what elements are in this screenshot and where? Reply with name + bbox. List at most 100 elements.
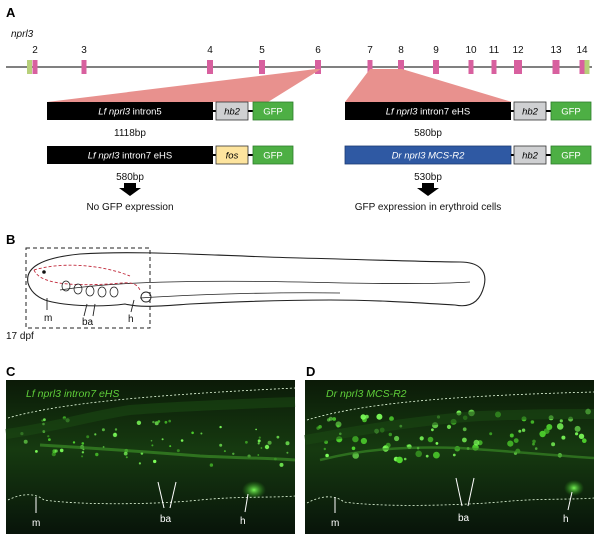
gene-name: nprl3 xyxy=(11,29,34,40)
utr-block xyxy=(584,60,590,74)
label-h: h xyxy=(128,314,134,325)
exon-block xyxy=(81,60,87,74)
gfp-box xyxy=(550,145,592,165)
enhancer-element xyxy=(47,146,213,164)
enhancer-element xyxy=(345,102,511,120)
fluorescent-spot xyxy=(35,450,38,453)
exon-label: 13 xyxy=(550,45,562,56)
gfp-label: GFP xyxy=(263,151,283,162)
fluorescent-spot xyxy=(43,418,46,422)
fluorescent-spot xyxy=(376,413,383,420)
fluorescent-spot xyxy=(223,450,226,453)
fluorescent-spot xyxy=(23,439,28,444)
promoter-label: hb2 xyxy=(522,107,539,118)
fluorescent-spot xyxy=(394,435,400,442)
enhancer-label: Lf nprl3 intron7 eHS xyxy=(386,107,471,118)
fluorescent-spot xyxy=(575,432,579,436)
exon-label: 9 xyxy=(433,45,439,56)
fluorescent-spot xyxy=(427,436,434,443)
fluorescent-spot xyxy=(47,435,50,438)
fluorescent-spot xyxy=(419,436,424,441)
fluorescent-spot xyxy=(473,439,480,446)
result-arrow xyxy=(119,183,141,196)
fluorescent-spot xyxy=(180,439,184,442)
fluorescent-spot xyxy=(258,436,261,439)
fluorescent-spot xyxy=(389,416,394,422)
fluorescent-spot xyxy=(507,440,514,447)
fluorescent-spot xyxy=(169,445,172,448)
fluorescent-spot xyxy=(232,452,235,455)
enhancer-label: Dr nprl3 MCS-R2 xyxy=(392,151,466,162)
fluorescent-spot xyxy=(396,456,403,464)
construct-3: Lf nprl3 intron7 eHS hb2 GFP 580bp xyxy=(345,101,592,139)
fluorescent-spot xyxy=(452,453,456,457)
result-text: GFP expression in erythroid cells xyxy=(355,202,502,213)
fluorescent-spot xyxy=(125,456,128,459)
fluorescent-spot xyxy=(530,420,535,424)
fluorescent-spot xyxy=(433,451,440,459)
exon-label: 10 xyxy=(465,45,477,56)
construct-size: 580bp xyxy=(116,172,144,183)
fluorescent-spot xyxy=(101,428,105,432)
fluorescent-spot xyxy=(81,451,85,454)
construct-2: Lf nprl3 intron7 eHS fos GFP 580bp No GF… xyxy=(47,145,294,213)
fluorescent-spot xyxy=(360,437,367,445)
fluorescent-spot xyxy=(582,438,587,444)
fluorescent-spot xyxy=(415,450,423,458)
fluorescent-spot xyxy=(150,439,153,442)
enhancer-element xyxy=(47,102,213,120)
exon-block xyxy=(259,60,265,74)
fluorescent-spot xyxy=(326,418,331,422)
fluorescent-spot xyxy=(153,459,157,464)
label-ba: ba xyxy=(82,317,94,328)
fluorescent-spot xyxy=(403,457,407,461)
fluorescent-spot xyxy=(112,432,118,438)
micro-d-label-h: h xyxy=(563,514,569,525)
fluorescent-spot xyxy=(102,446,105,448)
heart-glow xyxy=(242,481,266,499)
fluorescent-spot xyxy=(279,462,284,467)
fluorescent-spot xyxy=(551,442,556,447)
fluorescent-spot xyxy=(425,454,429,458)
fluorescent-spot xyxy=(325,453,329,458)
result-arrow xyxy=(417,183,439,196)
micrograph-d: Dr nprl3 MCS-R2 m ba h xyxy=(304,380,595,534)
fluorescent-spot xyxy=(154,421,159,426)
fluorescent-spot xyxy=(521,428,526,432)
panel-a-letter: A xyxy=(6,5,16,20)
micro-d-label-m: m xyxy=(331,518,339,529)
fluorescent-spot xyxy=(388,432,392,437)
gfp-label: GFP xyxy=(263,107,283,118)
micro-c-label-ba: ba xyxy=(160,514,172,525)
exon-label: 7 xyxy=(367,45,373,56)
fluorescent-spot xyxy=(157,420,161,423)
fluorescent-spot xyxy=(257,454,260,456)
panel-c-letter: C xyxy=(6,364,16,379)
fluorescent-spot xyxy=(513,438,519,443)
construct-size: 530bp xyxy=(414,172,442,183)
panel-d-letter: D xyxy=(306,364,315,379)
fluorescent-spot xyxy=(245,440,248,444)
fluorescent-spot xyxy=(561,435,566,440)
gfp-box xyxy=(550,101,592,121)
fluorescent-spot xyxy=(285,441,290,446)
construct-size: 580bp xyxy=(414,128,442,139)
exon-label: 3 xyxy=(81,45,87,56)
zoom-region-intron7 xyxy=(345,69,512,102)
fluorescent-spot xyxy=(72,441,76,444)
promoter-label: fos xyxy=(226,151,239,162)
fluorescent-spot xyxy=(168,419,171,423)
fluorescent-spot xyxy=(532,439,536,444)
enhancer-label: Lf nprl3 intron7 eHS xyxy=(88,151,173,162)
fluorescent-spot xyxy=(509,433,514,438)
exon-block xyxy=(579,60,585,74)
exon-block xyxy=(367,60,373,74)
construct-4: Dr nprl3 MCS-R2 hb2 GFP 530bp GFP expres… xyxy=(344,145,592,213)
fluorescent-spot xyxy=(191,431,194,435)
construct-1: Lf nprl3 intron5 hb2 GFP 1118bp xyxy=(47,101,294,139)
exon-label: 6 xyxy=(315,45,321,56)
stage-label: 17 dpf xyxy=(6,331,34,342)
fluorescent-spot xyxy=(336,424,340,428)
fluorescent-spot xyxy=(260,447,263,449)
